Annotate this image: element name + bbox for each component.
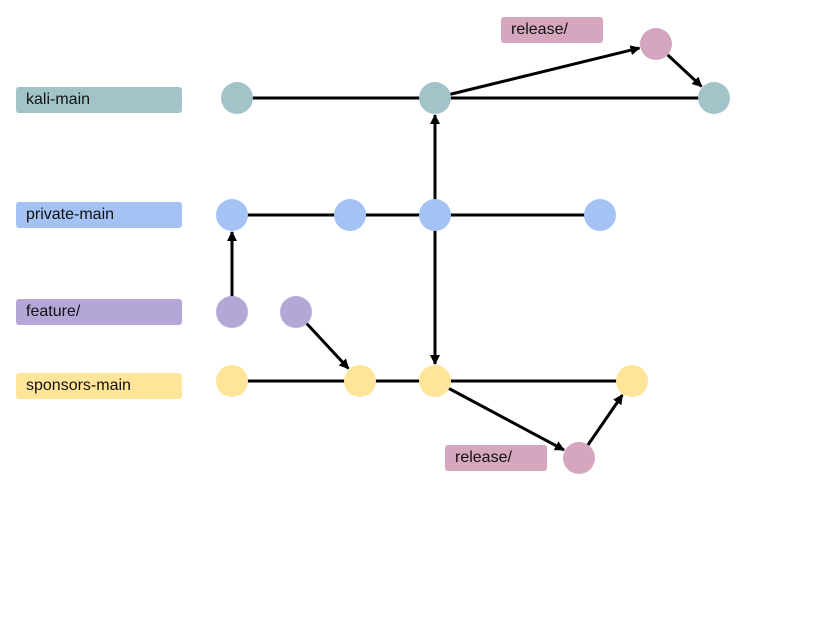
commit-node-s3 [419,365,451,397]
feature-label: feature/ [16,299,182,325]
commit-node-k3 [698,82,730,114]
commit-node-f2 [280,296,312,328]
commit-node-p1 [216,199,248,231]
commit-node-rt [640,28,672,60]
private-main-label: private-main [16,202,182,228]
edge-s3-rb [434,379,565,452]
commit-node-s2 [344,365,376,397]
edge-k2-rt [434,45,641,100]
sponsors-main-label: sponsors-main [16,373,182,399]
release-label-top: release/ [501,17,603,43]
commit-node-p4 [584,199,616,231]
commit-node-s1 [216,365,248,397]
kali-main-label: kali-main [16,87,182,113]
commit-node-k1 [221,82,253,114]
commit-node-f1 [216,296,248,328]
commit-node-p2 [334,199,366,231]
commit-node-k2 [419,82,451,114]
commit-node-rb [563,442,595,474]
release-label-bottom: release/ [445,445,547,471]
commit-node-p3 [419,199,451,231]
commit-node-s4 [616,365,648,397]
